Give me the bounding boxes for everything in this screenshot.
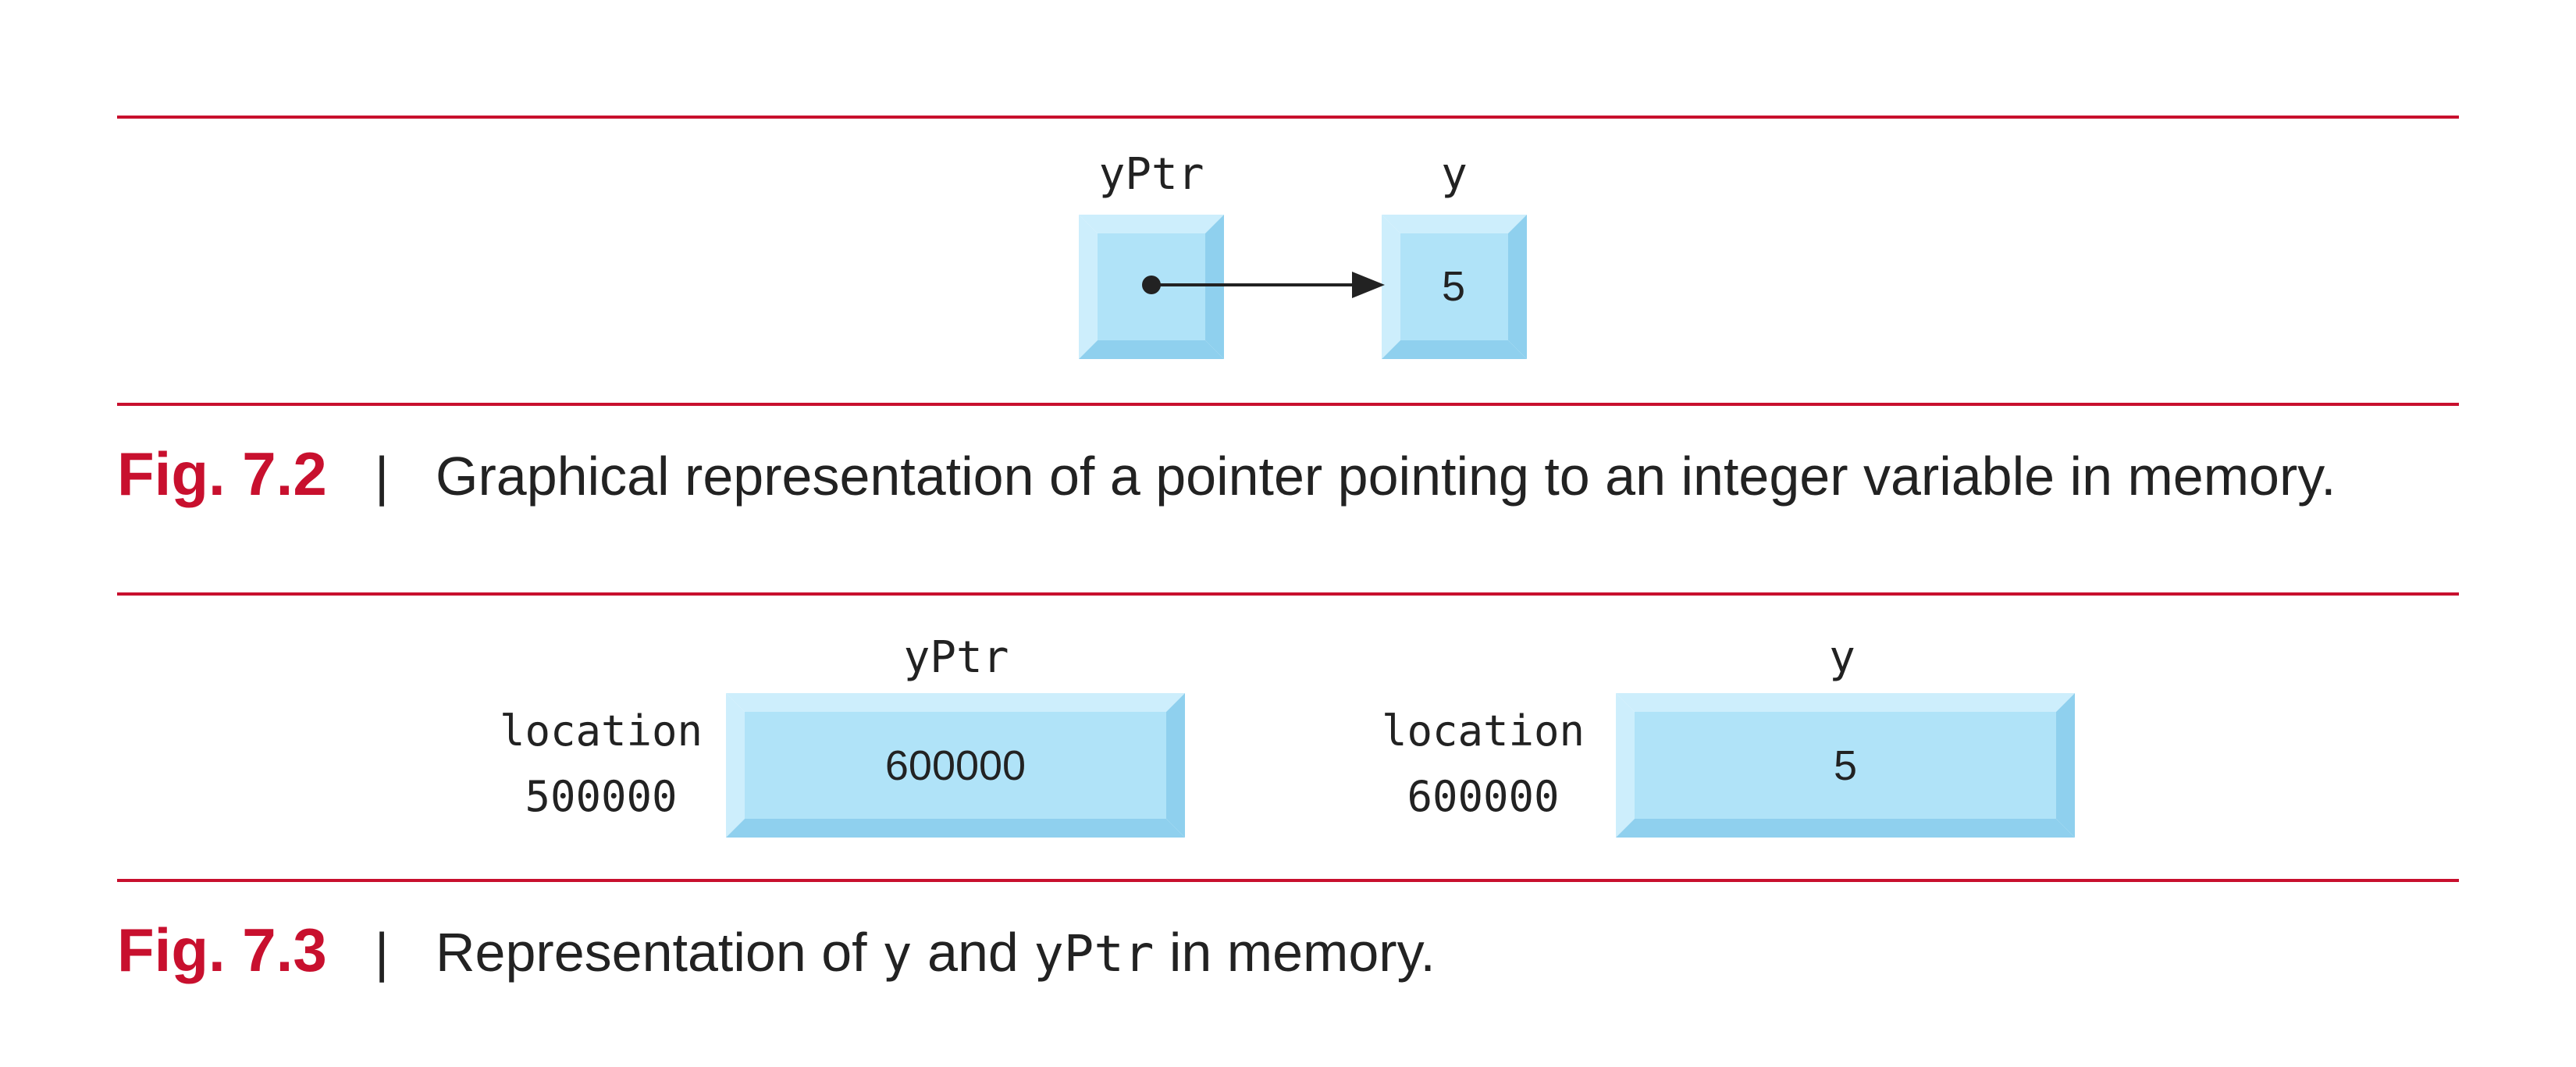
var-box-fig73: [1616, 693, 2075, 838]
ptr-label-fig72: yPtr: [1098, 149, 1204, 200]
ptr-box-fig72: [1079, 215, 1224, 359]
ptr-label-fig73: yPtr: [903, 632, 1009, 683]
var-value-fig72: 5: [1441, 263, 1466, 310]
var-value-fig73: 5: [1833, 742, 1858, 789]
ptr-location-fig73: location 500000: [476, 699, 726, 830]
var-label-fig72: y: [1441, 149, 1468, 200]
var-location-word: location: [1381, 706, 1585, 756]
ptr-location-addr: 500000: [525, 772, 678, 821]
caption-fig73: Fig. 7.3 | Representation of y and yPtr …: [117, 915, 1436, 986]
var-location-fig73: location 600000: [1358, 699, 1608, 830]
var-location-addr: 600000: [1407, 772, 1560, 821]
caption-code-y: y: [882, 926, 913, 983]
fig-number-73: Fig. 7.3: [117, 916, 327, 984]
caption-code-yptr: yPtr: [1034, 926, 1155, 983]
caption-text-72: Graphical representation of a pointer po…: [436, 446, 2336, 507]
fig-number-72: Fig. 7.2: [117, 439, 327, 508]
rule-bottom-fig72: [117, 403, 2459, 406]
caption-post: in memory.: [1154, 922, 1436, 983]
caption-separator: |: [375, 922, 390, 983]
var-box-fig72: [1382, 215, 1527, 359]
caption-fig72: Fig. 7.2 | Graphical representation of a…: [117, 439, 2336, 510]
ptr-value-fig73: 600000: [884, 742, 1026, 789]
caption-mid: and: [912, 922, 1034, 983]
var-label-fig73: y: [1829, 632, 1856, 683]
rule-top-fig73: [117, 592, 2459, 596]
caption-pre: Representation of: [436, 922, 883, 983]
rule-bottom-fig73: [117, 879, 2459, 882]
ptr-box-fig73: [726, 693, 1185, 838]
ptr-location-word: location: [499, 706, 703, 756]
pointer-arrow: [1142, 272, 1385, 298]
caption-text-73: Representation of y and yPtr in memory.: [436, 921, 1436, 983]
caption-separator: |: [375, 446, 390, 507]
rule-top-fig72: [117, 116, 2459, 119]
